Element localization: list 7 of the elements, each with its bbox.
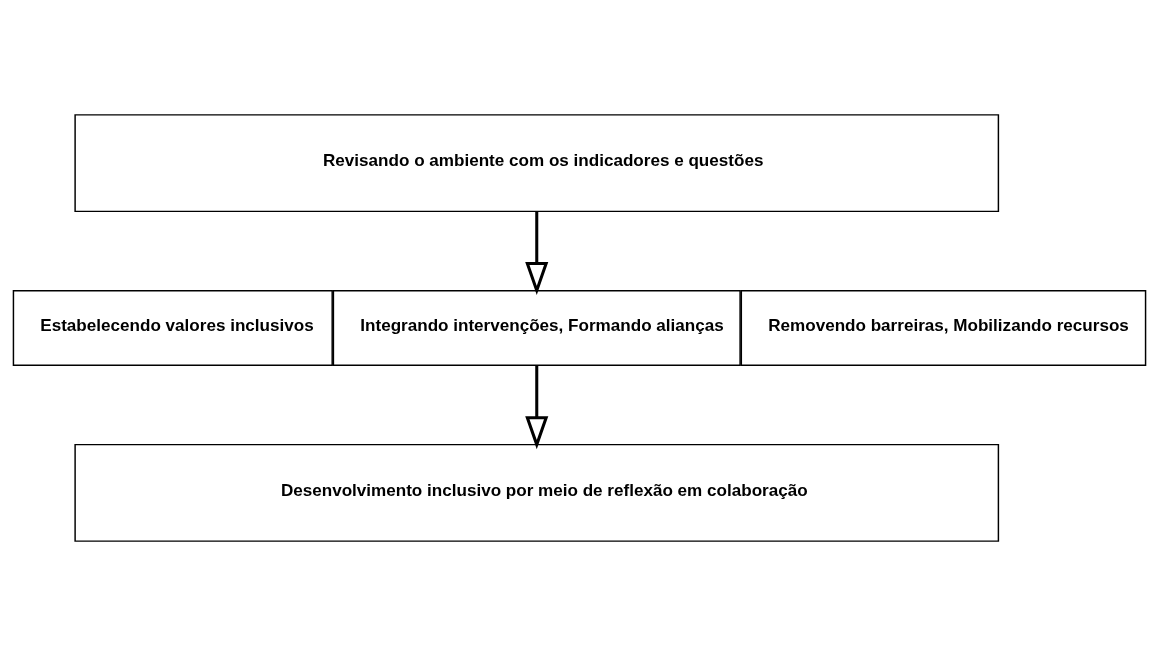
arrow: [525, 365, 549, 450]
arrow: [525, 211, 549, 296]
node-box: Revisando o ambiente com os indicadores e questões: [74, 114, 1000, 213]
node-box: Integrando intervenções, Formando alianças: [332, 290, 741, 366]
node-box: Estabelecendo valores inclusivos: [12, 290, 333, 366]
node-box: Removendo barreiras, Mobilizando recursos: [740, 290, 1147, 366]
node-box: Desenvolvimento inclusivo por meio de reflexão em colaboração: [74, 443, 1000, 542]
